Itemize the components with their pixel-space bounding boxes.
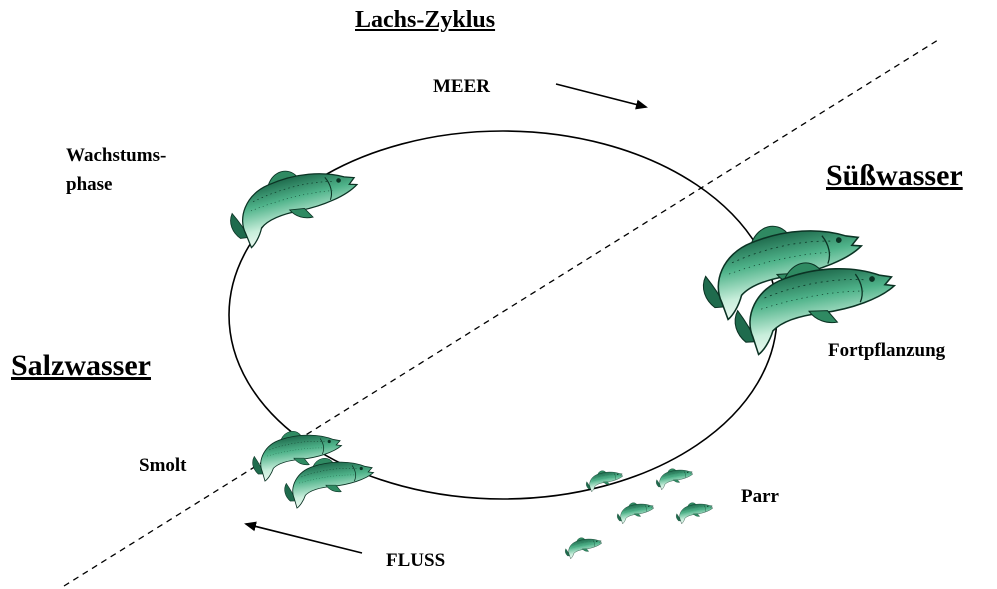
sea-arrow-icon [556,84,646,107]
growth-phase-label-line1: Wachstums- [66,141,166,170]
freshwater-label: Süßwasser [826,158,963,194]
growth-phase-salmon-icon [221,155,365,251]
river-arrow-icon [246,524,362,553]
spawning-label: Fortpflanzung [828,340,945,363]
parr-label: Parr [741,486,779,509]
smolt-label: Smolt [139,455,187,478]
spawning-salmon-pair-icon [694,209,902,358]
parr-salmon-icon [563,465,714,559]
diagram-title: Lachs-Zyklus [355,6,495,35]
smolt-salmon-icon [249,425,377,510]
growth-phase-label-line2: phase [66,170,166,199]
growth-phase-label: Wachstums- phase [66,141,166,199]
saltwater-label: Salzwasser [11,348,151,384]
river-direction-label: FLUSS [386,550,445,573]
sea-direction-label: MEER [433,76,490,99]
